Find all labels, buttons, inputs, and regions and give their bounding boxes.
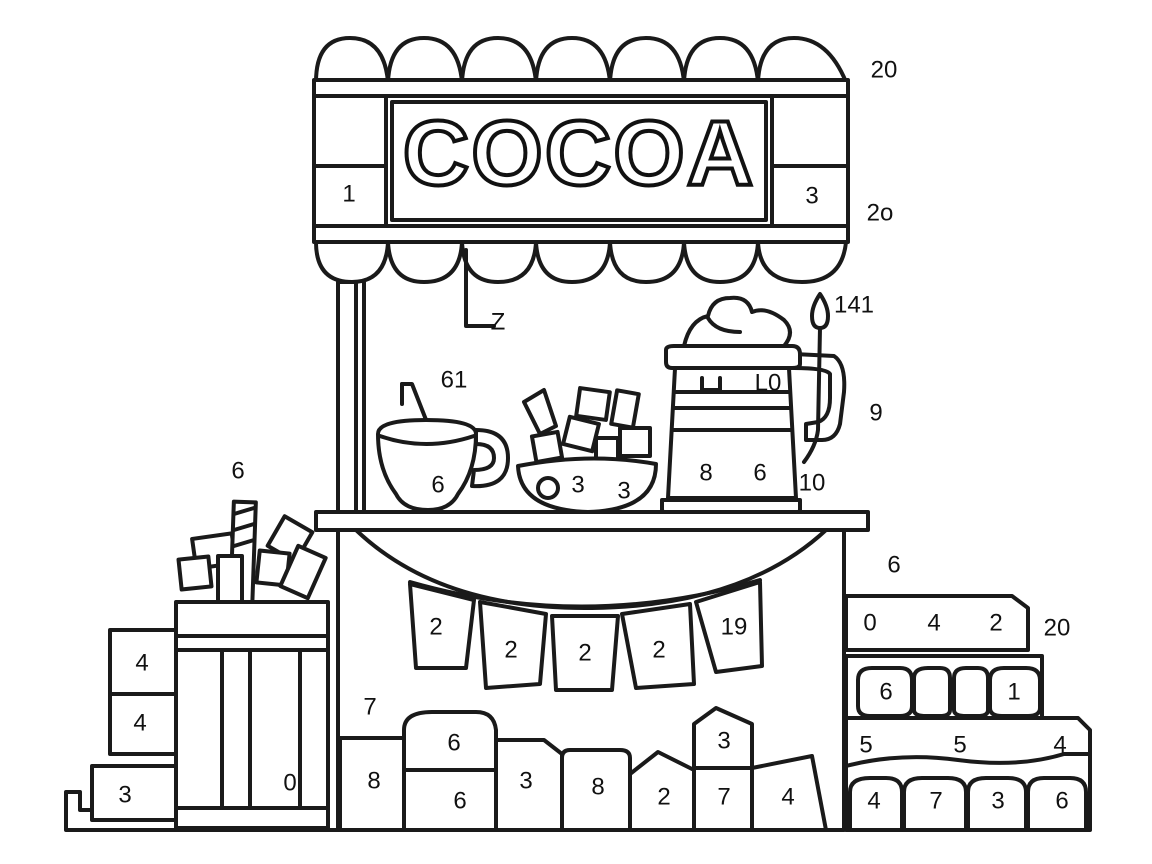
front-box-2-top-number: 6	[447, 729, 460, 756]
shelf-number-3: 2	[989, 609, 1002, 636]
stand-posts	[336, 280, 366, 516]
hook-number: Z	[491, 308, 506, 335]
straw-number: 61	[441, 366, 468, 393]
mug-number-4: 1	[1007, 678, 1020, 705]
front-box-6-top-number: 3	[717, 727, 730, 754]
front-boxes: 7 8 6 6 3 8 2 3 7 4	[338, 693, 828, 832]
flag-4-number: 2	[652, 636, 665, 663]
pitcher-handle-number: 9	[869, 399, 882, 426]
shelf-number-2: 4	[927, 609, 940, 636]
right-shelves: 6 0 4 2 20 6 1 5 5 4 4 7 3 6	[844, 551, 1092, 832]
front-box-6-bottom-number: 7	[717, 783, 730, 810]
bunting: 2 2 2 2 19	[408, 578, 764, 692]
front-box-5-number: 2	[657, 783, 670, 810]
sign-board: COCOA 1 3	[312, 94, 850, 228]
awning-number-top: 20	[871, 56, 898, 83]
awning-number-mid: 2o	[867, 199, 894, 226]
bowl-number-right: 3	[617, 477, 630, 504]
front-box-1-number: 8	[367, 767, 380, 794]
mug-number-1: 6	[879, 678, 892, 705]
left-crate: 6 0	[174, 457, 330, 830]
cup-number: 6	[431, 471, 444, 498]
flag-5-number: 19	[721, 613, 748, 640]
flag-1-number: 2	[429, 613, 442, 640]
flag-3-number: 2	[578, 639, 591, 666]
left-crate-top-number: 6	[231, 457, 244, 484]
left-box-b-number: 4	[133, 709, 146, 736]
flag-2-number: 2	[504, 636, 517, 663]
hook-wire	[464, 248, 496, 328]
sign-left-number: 1	[342, 180, 355, 207]
front-label-number: 7	[363, 693, 376, 720]
right-top-number: 6	[887, 551, 900, 578]
front-box-2-bottom-number: 6	[453, 787, 466, 814]
left-box-a-number: 4	[135, 649, 148, 676]
front-box-3-number: 3	[519, 767, 532, 794]
bottom-number-1: 4	[867, 787, 880, 814]
cocoa-pitcher: L0 8 6	[660, 295, 847, 514]
left-crate-number: 0	[283, 769, 296, 796]
spoon-number: 141	[834, 291, 874, 318]
spoon: 141 9 10	[799, 291, 883, 496]
pitcher-bottom-number: 10	[799, 469, 826, 496]
awning-top	[312, 36, 850, 98]
pitcher-window-number: L0	[755, 369, 782, 396]
bottom-number-4: 6	[1055, 787, 1068, 814]
shelf-number-1: 0	[863, 609, 876, 636]
scallop-number-3: 4	[1053, 731, 1066, 758]
marshmallow-bowl: 3 3	[516, 386, 658, 514]
left-boxes: 4 4 3	[64, 628, 340, 832]
scallop-number-2: 5	[953, 731, 966, 758]
left-box-c-number: 3	[118, 781, 131, 808]
sign-right-number: 3	[805, 182, 818, 209]
awning-bottom	[312, 224, 850, 284]
scallop-number-1: 5	[859, 731, 872, 758]
pitcher-band-left-number: 8	[699, 459, 712, 486]
pitcher-band-right-number: 6	[753, 459, 766, 486]
front-box-4-number: 8	[591, 773, 604, 800]
bottom-number-2: 7	[929, 787, 942, 814]
bottom-number-3: 3	[991, 787, 1004, 814]
front-box-7-number: 4	[781, 783, 794, 810]
bowl-number-left: 3	[571, 471, 584, 498]
shelf-side-number: 20	[1044, 614, 1071, 641]
sign-title: COCOA	[403, 102, 755, 204]
cocoa-cup: 61 6	[376, 366, 510, 512]
